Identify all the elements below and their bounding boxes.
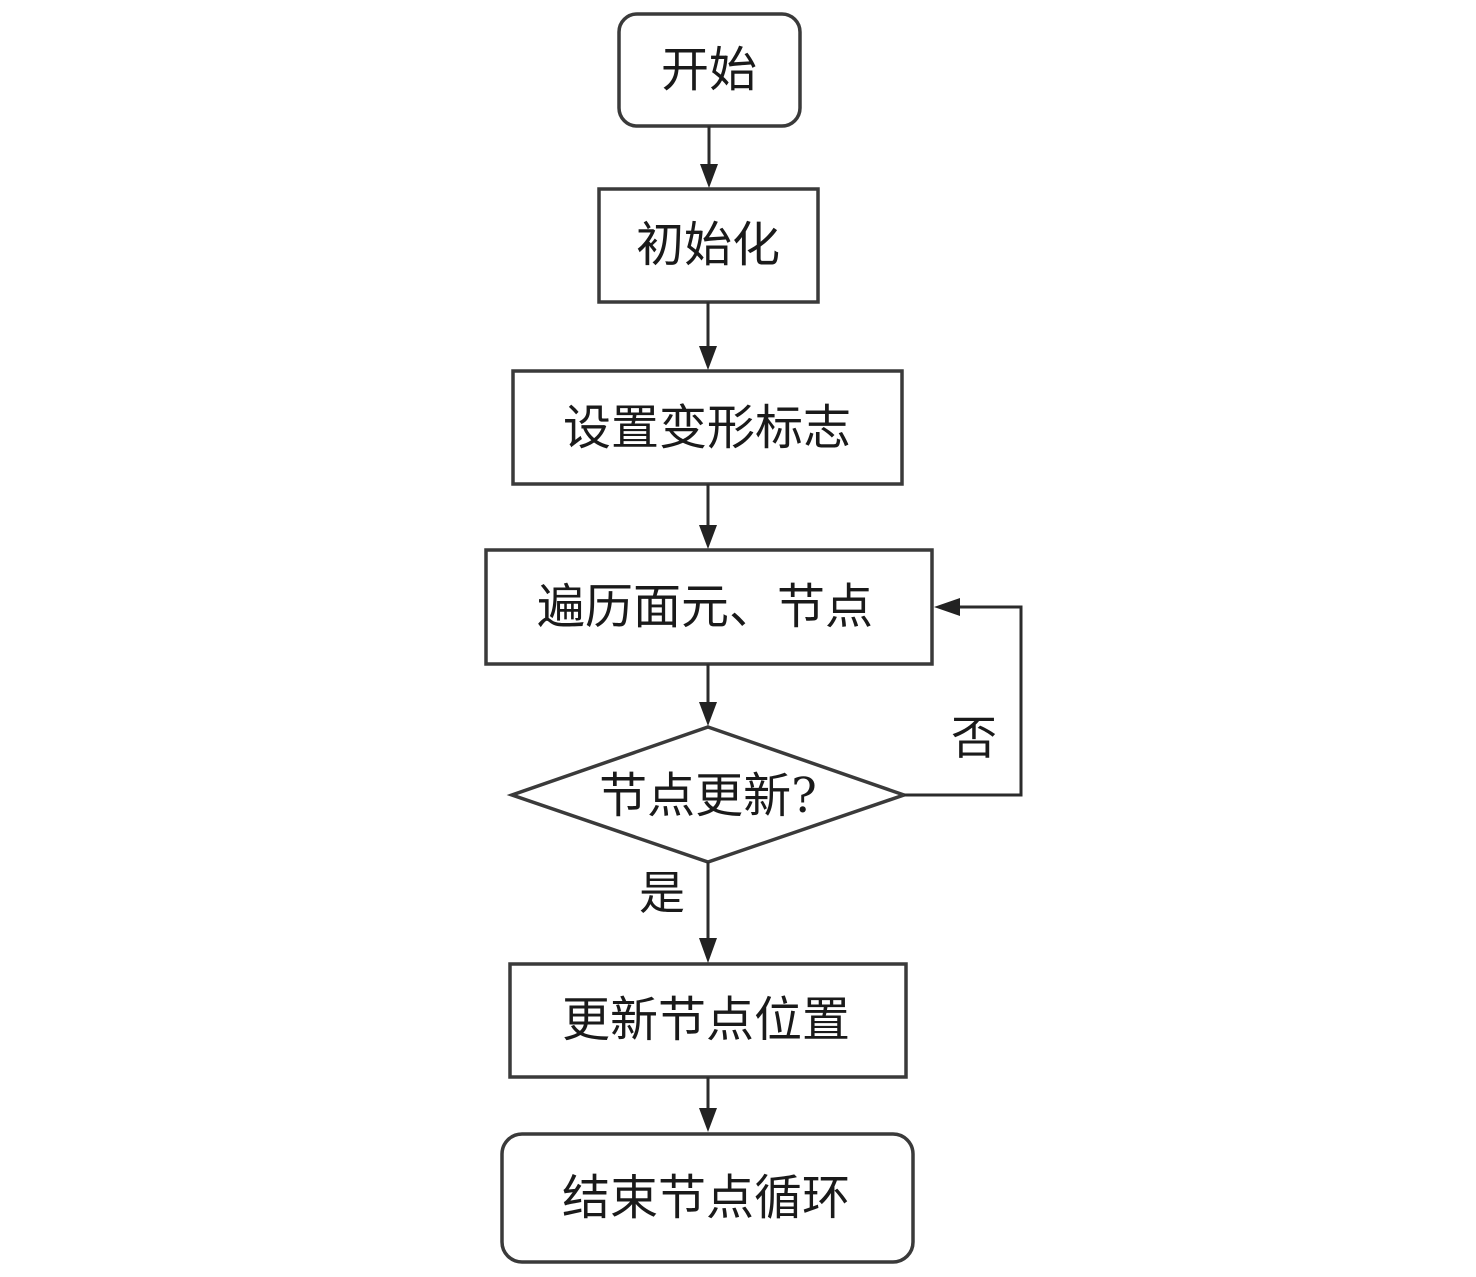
traverse-node-label: 遍历面元、节点 [537,579,873,635]
update-node-label: 更新节点位置 [562,992,850,1048]
start-node: 开始 [617,12,802,128]
init-node: 初始化 [597,187,820,304]
arrowhead-icon [699,938,717,963]
end-node-label: 结束节点循环 [562,1170,850,1226]
arrowhead-icon [699,346,717,370]
edge-traverse-to-decision [699,664,717,726]
edge-set-flag-to-traverse [699,484,717,549]
arrowhead-icon [699,702,717,726]
no-edge-label: 否 [951,711,997,765]
arrowhead-icon [934,598,960,616]
set-flag-node: 设置变形标志 [511,369,904,486]
init-node-label: 初始化 [636,217,780,273]
set-flag-node-label: 设置变形标志 [563,400,851,456]
yes-edge-label: 是 [639,866,685,920]
arrowhead-icon [699,525,717,549]
arrowhead-icon [699,1108,717,1132]
start-node-label: 开始 [661,42,757,98]
edge-decision-no-loop [904,598,1023,797]
edge-update-to-end [699,1077,717,1132]
end-node: 结束节点循环 [500,1132,915,1264]
edge-decision-yes-to-update [699,862,717,963]
decision-node-label: 节点更新? [599,768,817,824]
traverse-node: 遍历面元、节点 [484,548,934,666]
decision-node: 节点更新? [506,725,910,864]
edge-init-to-set-flag [699,302,717,370]
edge-start-to-init [700,126,718,188]
update-node: 更新节点位置 [508,962,908,1079]
arrowhead-icon [700,164,718,188]
